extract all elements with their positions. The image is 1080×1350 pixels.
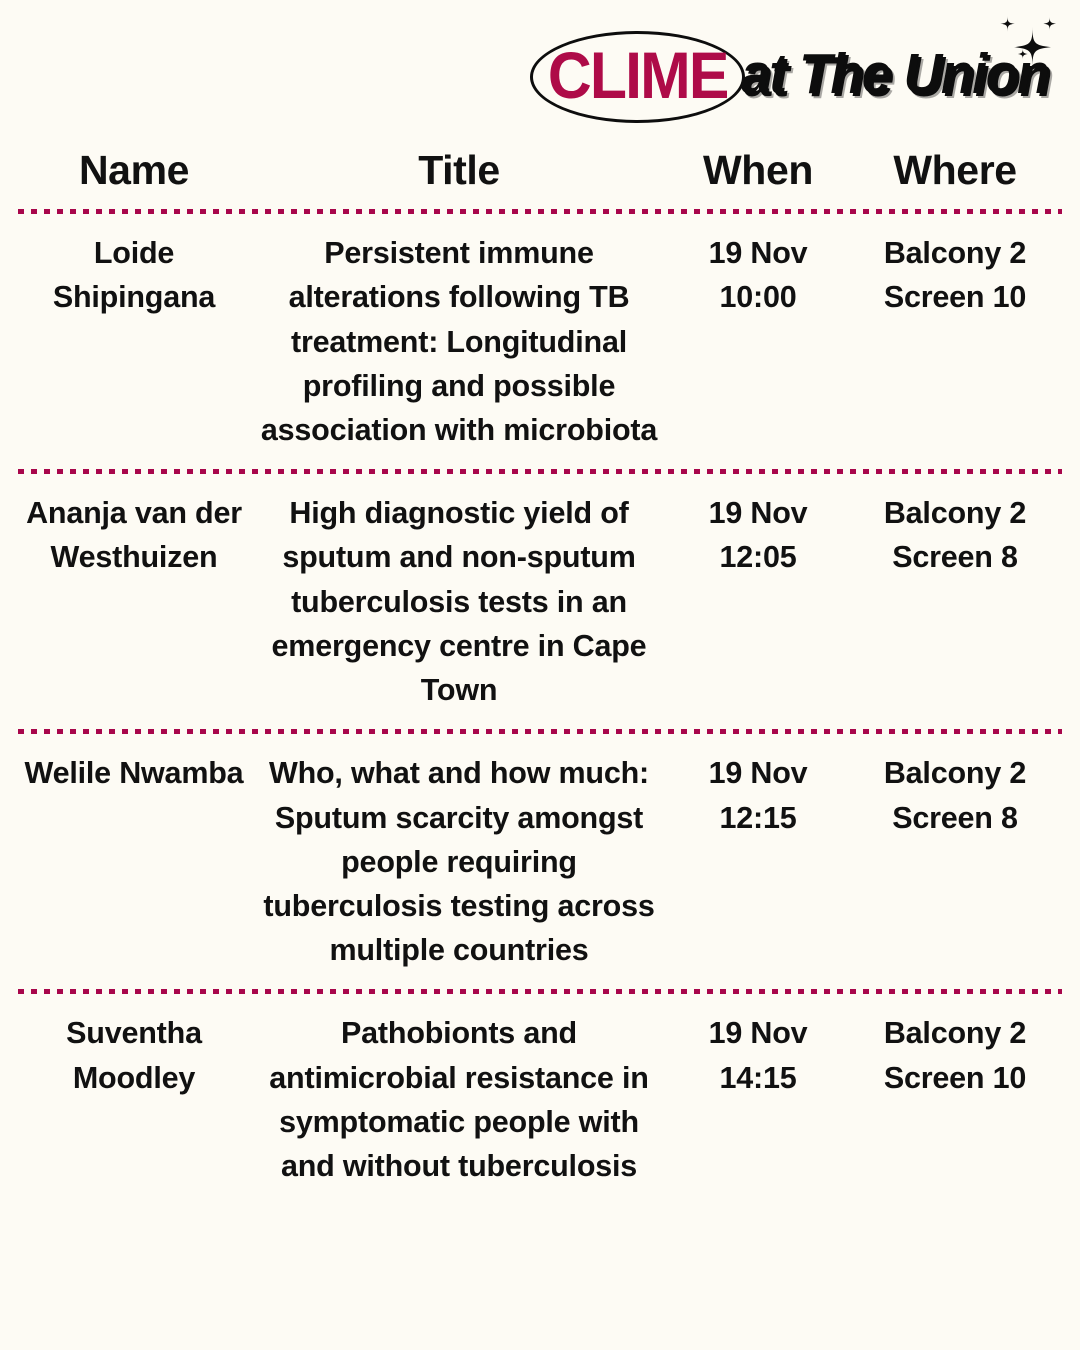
cell-when: 19 Nov 12:15 <box>668 751 848 839</box>
row-separator <box>18 729 1062 735</box>
cell-when-date: 19 Nov <box>708 496 808 531</box>
cell-where-room: Balcony 2 <box>883 236 1027 271</box>
cell-title: High diagnostic yield of sputum and non-… <box>271 496 647 708</box>
cell-where-screen: Screen 8 <box>892 800 1018 835</box>
logo-wordmark-at-the-union: at The Union <box>740 41 1050 106</box>
cell-where-screen: Screen 10 <box>883 1060 1027 1095</box>
cell-where: Balcony 2 Screen 8 <box>848 751 1062 839</box>
cell-when-time: 14:15 <box>719 1060 797 1095</box>
column-header-when: When <box>703 147 813 193</box>
cell-where: Balcony 2 Screen 10 <box>848 1011 1062 1099</box>
table-row: Ananja van der Westhuizen High diagnosti… <box>18 474 1062 729</box>
table-row: Loide Shipingana Persistent immune alter… <box>18 214 1062 469</box>
cell-where: Balcony 2 Screen 10 <box>848 231 1062 319</box>
table-row: Suventha Moodley Pathobionts and antimic… <box>18 994 1062 1205</box>
cell-where-screen: Screen 10 <box>883 280 1027 315</box>
logo-ellipse-badge: CLIME <box>529 31 745 123</box>
cell-name: Suventha Moodley <box>66 1016 202 1095</box>
cell-where-screen: Screen 8 <box>892 540 1018 575</box>
clime-at-the-union-logo: CLIME at The Union <box>529 15 1058 132</box>
column-header-where: Where <box>893 147 1017 193</box>
cell-when: 19 Nov 14:15 <box>668 1011 848 1099</box>
column-header-title: Title <box>418 147 500 193</box>
sessions-table: Name Title When Where Loide Shipingana P… <box>18 147 1062 1205</box>
logo-union-wrap: at The Union <box>731 15 1058 109</box>
cell-when: 19 Nov 12:05 <box>668 491 848 579</box>
table-row: Welile Nwamba Who, what and how much: Sp… <box>18 734 1062 989</box>
row-separator <box>18 989 1062 995</box>
cell-when-date: 19 Nov <box>708 756 808 791</box>
cell-when-time: 10:00 <box>719 280 797 315</box>
cell-when-time: 12:15 <box>719 800 797 835</box>
cell-name: Welile Nwamba <box>24 756 244 791</box>
row-separator <box>18 469 1062 475</box>
row-separator <box>18 209 1062 215</box>
cell-title: Who, what and how much: Sputum scarcity … <box>263 756 655 968</box>
cell-name: Ananja van der Westhuizen <box>26 496 242 575</box>
cell-where: Balcony 2 Screen 8 <box>848 491 1062 579</box>
cell-where-room: Balcony 2 <box>883 496 1027 531</box>
table-header-row: Name Title When Where <box>18 147 1062 209</box>
cell-when-date: 19 Nov <box>708 236 808 271</box>
logo-ellipse-outline <box>529 31 745 123</box>
cell-where-room: Balcony 2 <box>883 1016 1027 1051</box>
cell-when-time: 12:05 <box>719 540 797 575</box>
cell-title: Pathobionts and antimicrobial resistance… <box>269 1016 649 1184</box>
logo-wordmark-clime: CLIME <box>547 38 729 112</box>
cell-where-room: Balcony 2 <box>883 756 1027 791</box>
cell-when-date: 19 Nov <box>708 1016 808 1051</box>
column-header-name: Name <box>78 147 190 193</box>
cell-name: Loide Shipingana <box>52 236 216 315</box>
cell-title: Persistent immune alterations following … <box>260 236 658 447</box>
cell-when: 19 Nov 10:00 <box>668 231 848 319</box>
